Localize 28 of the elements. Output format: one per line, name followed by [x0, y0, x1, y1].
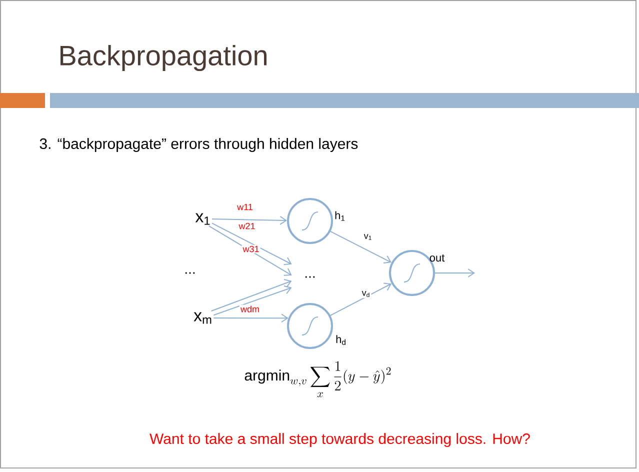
slide-title: Backpropagation: [60, 44, 266, 72]
neuron-circle: [287, 303, 333, 349]
edge-label: v$_{1}$: [362, 233, 374, 241]
arrow: [213, 314, 288, 323]
edge-label: w11: [236, 202, 254, 212]
loss-formula: $\operatorname{argmin}_{w,v}\sum_{x}\frac{1}{2}(y-\hat{y})^{2}$: [244, 361, 391, 398]
edge-label: v$_{d}$: [360, 290, 372, 298]
edge-label: w21: [238, 222, 256, 230]
edge-label: w31: [242, 244, 260, 254]
subtitle-text: 3. “backpropagate” errors through hidden layers: [40, 138, 358, 152]
arrow: [208, 226, 292, 276]
arrow: [434, 268, 475, 278]
arrow: [212, 222, 292, 266]
edge-label: wdm: [240, 304, 260, 314]
arrow: [330, 230, 392, 264]
node-text: x$_{1}$: [195, 213, 210, 225]
node-text: x$_{m}$: [194, 312, 212, 324]
arrow: [210, 279, 292, 312]
arrow: [213, 286, 292, 316]
neuron-circle: [287, 198, 333, 244]
node-label: h$_{d}$: [336, 335, 346, 345]
node-text: ...: [305, 276, 315, 278]
node-label: h$_{1}$: [335, 211, 345, 221]
node-label: out: [430, 254, 445, 262]
arrow: [330, 282, 392, 316]
note-text: Want to take a small step towards decreasing loss. How?: [150, 433, 530, 447]
arrow: [212, 216, 288, 225]
ellipsis-text: ...: [185, 272, 195, 274]
